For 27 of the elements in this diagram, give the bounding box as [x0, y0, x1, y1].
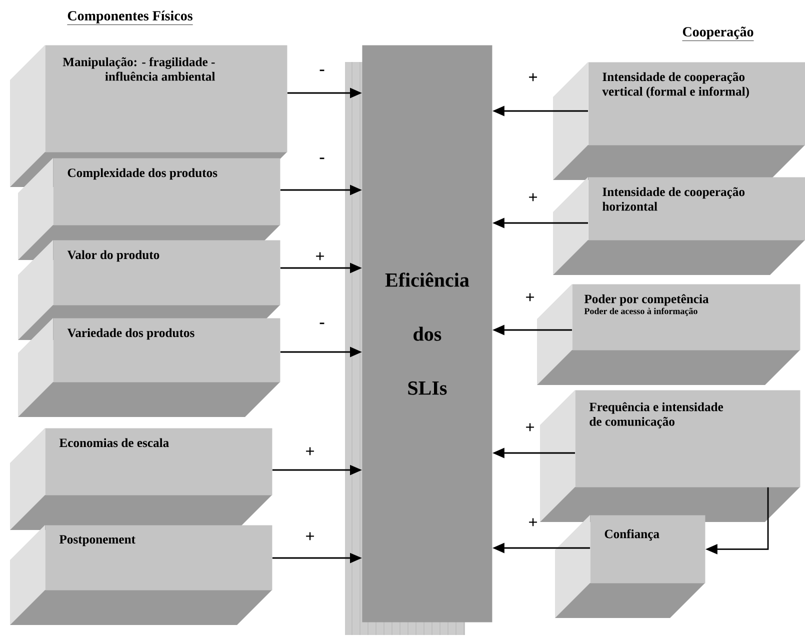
edge-label: +	[304, 446, 316, 458]
node-label: Economias de escala	[59, 438, 169, 448]
box: Intensidade de cooperação vertical (formal e informal)	[553, 62, 805, 180]
edge-label: +	[304, 531, 316, 543]
edge-label: +	[314, 251, 326, 263]
node-label: Manipulação: - fragilidade - influência ambiental	[62, 57, 215, 81]
box: Economias de escala	[10, 428, 272, 530]
box: Poder por competência Poder de acesso à informação	[537, 284, 800, 385]
box: Postponement	[10, 525, 272, 625]
box: Frequência e intensidade de comunicação	[540, 390, 800, 522]
box: Intensidade de cooperação horizontal	[553, 177, 805, 275]
edge-label: +	[527, 72, 539, 84]
section-heading: Cooperação	[682, 26, 754, 41]
edge-label: -	[318, 68, 326, 76]
edge-label: -	[318, 322, 326, 328]
section-heading: Componentes Físicos	[67, 10, 193, 25]
edge-label: +	[527, 517, 539, 529]
box: Confiança	[555, 515, 706, 618]
edge-label: +	[524, 422, 536, 434]
edge-label: +	[524, 292, 536, 304]
box: Variedade dos produtos	[18, 318, 280, 417]
edge-label: -	[318, 156, 326, 164]
node-label: Intensidade de cooperação vertical (formal e informal)	[602, 72, 749, 98]
node-label: Valor do produto	[67, 250, 160, 262]
edge-label: +	[527, 192, 539, 204]
central-block: Eficiência dos SLIs	[345, 45, 492, 636]
node-label: Complexidade dos produtos	[68, 168, 218, 180]
